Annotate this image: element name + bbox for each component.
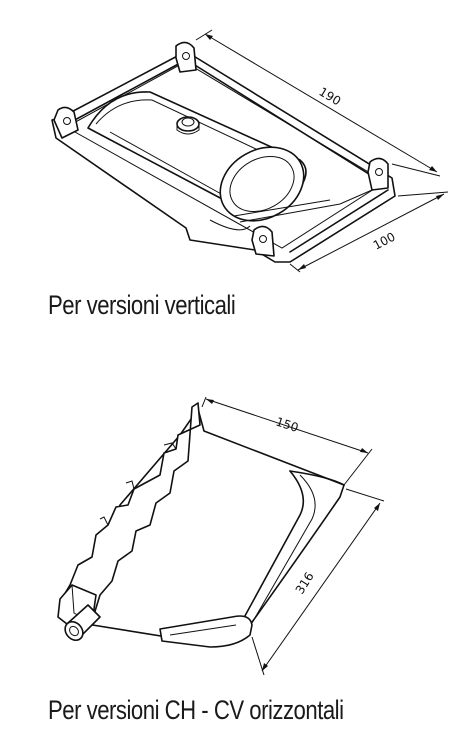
pin (64, 604, 101, 642)
dim-100-label: 100 (371, 230, 398, 253)
horizontal-bracket-drawing: 150 316 (57, 396, 385, 676)
horizontal-bracket-figure: 150 316 (0, 385, 468, 685)
dim-190-label: 190 (316, 85, 343, 109)
hub (176, 116, 200, 132)
dim-316-label: 316 (293, 570, 317, 597)
vertical-bracket-figure: 190 100 (0, 0, 468, 285)
vertical-bracket-drawing: 190 100 (51, 29, 449, 273)
dim-150-label: 150 (274, 415, 300, 435)
dimension-150: 150 (201, 396, 373, 486)
lug-right (367, 157, 389, 191)
lug-top (175, 41, 197, 73)
caption-horizontal: Per versioni CH - CV orizzontali (48, 695, 344, 725)
lug-front (251, 225, 275, 257)
lug-left (53, 106, 79, 139)
caption-vertical: Per versioni verticali (48, 290, 236, 320)
